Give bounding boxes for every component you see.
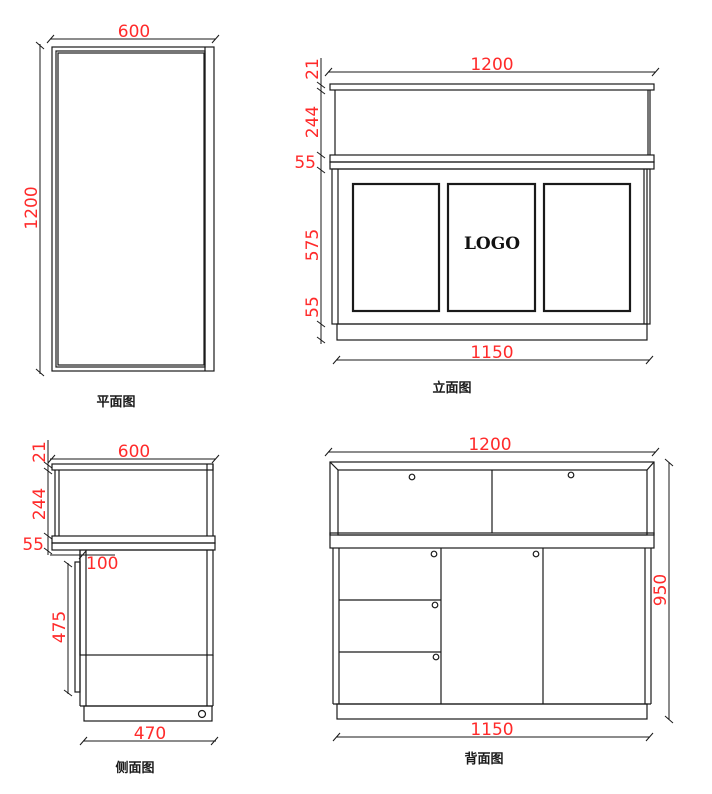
- front-top-width-label: 1200: [470, 55, 513, 75]
- side-counter-board-label: 55: [22, 535, 44, 555]
- front-plinth: [336, 323, 648, 341]
- front-glass-height-label: 244: [303, 106, 323, 138]
- side-overhang-label: 100: [86, 554, 118, 574]
- front-panel-left: [351, 182, 441, 313]
- side-plinth: [83, 705, 213, 722]
- back-lock-right: [567, 471, 575, 479]
- side-top-board: [51, 463, 214, 471]
- back-plinth: [336, 703, 648, 720]
- back-drawer-knob-2: [431, 601, 439, 609]
- front-counter-board: [329, 154, 655, 163]
- back-top-width-label: 1200: [468, 435, 511, 455]
- plan-caption: 平面图: [96, 395, 135, 410]
- back-total-height-label: 950: [651, 574, 671, 606]
- logo-text: LOGO: [464, 234, 520, 254]
- back-bottom-width-label: 1150: [470, 720, 513, 740]
- back-view: 1200 950 1150 背面图: [324, 435, 674, 767]
- front-counter-board-label: 55: [294, 153, 316, 173]
- side-plinth-hole: [197, 709, 207, 719]
- front-top-board-label: 21: [303, 58, 323, 80]
- plan-outer-frame: [51, 46, 215, 372]
- front-cabinet-height-label: 575: [303, 229, 323, 261]
- front-caption: 立面图: [432, 380, 471, 396]
- back-drawer-knob-1: [430, 550, 438, 558]
- side-top-board-label: 21: [30, 441, 50, 463]
- front-panel-center: [446, 182, 537, 313]
- plan-width-label: 600: [118, 22, 150, 42]
- back-caption: 背面图: [464, 751, 503, 767]
- side-glass-height-label: 244: [30, 488, 50, 520]
- side-top-width-label: 600: [118, 442, 150, 462]
- side-panel-height-label: 475: [50, 611, 70, 643]
- back-door-knob: [532, 550, 540, 558]
- side-view: 600 21 244 55 100 475 470 侧面图: [22, 440, 220, 776]
- plan-depth-label: 1200: [22, 186, 42, 229]
- front-base-height-label: 55: [303, 296, 323, 318]
- side-panel: [74, 561, 81, 693]
- front-bottom-width-label: 1150: [470, 343, 513, 363]
- back-lock-left: [408, 473, 416, 481]
- side-counter-board: [51, 535, 216, 544]
- front-panel-right: [542, 182, 632, 313]
- front-view: LOGO 1200 21 244 55 575 55 1150 立面图: [294, 55, 660, 396]
- side-caption: 侧面图: [115, 760, 154, 776]
- plan-inner-frame: [55, 50, 206, 368]
- plan-view: 600 1200 平面图: [22, 22, 220, 410]
- back-drawer-knob-3: [432, 653, 440, 661]
- side-bottom-width-label: 470: [134, 724, 166, 744]
- back-counter-band: [329, 532, 655, 549]
- front-top-board: [329, 83, 655, 91]
